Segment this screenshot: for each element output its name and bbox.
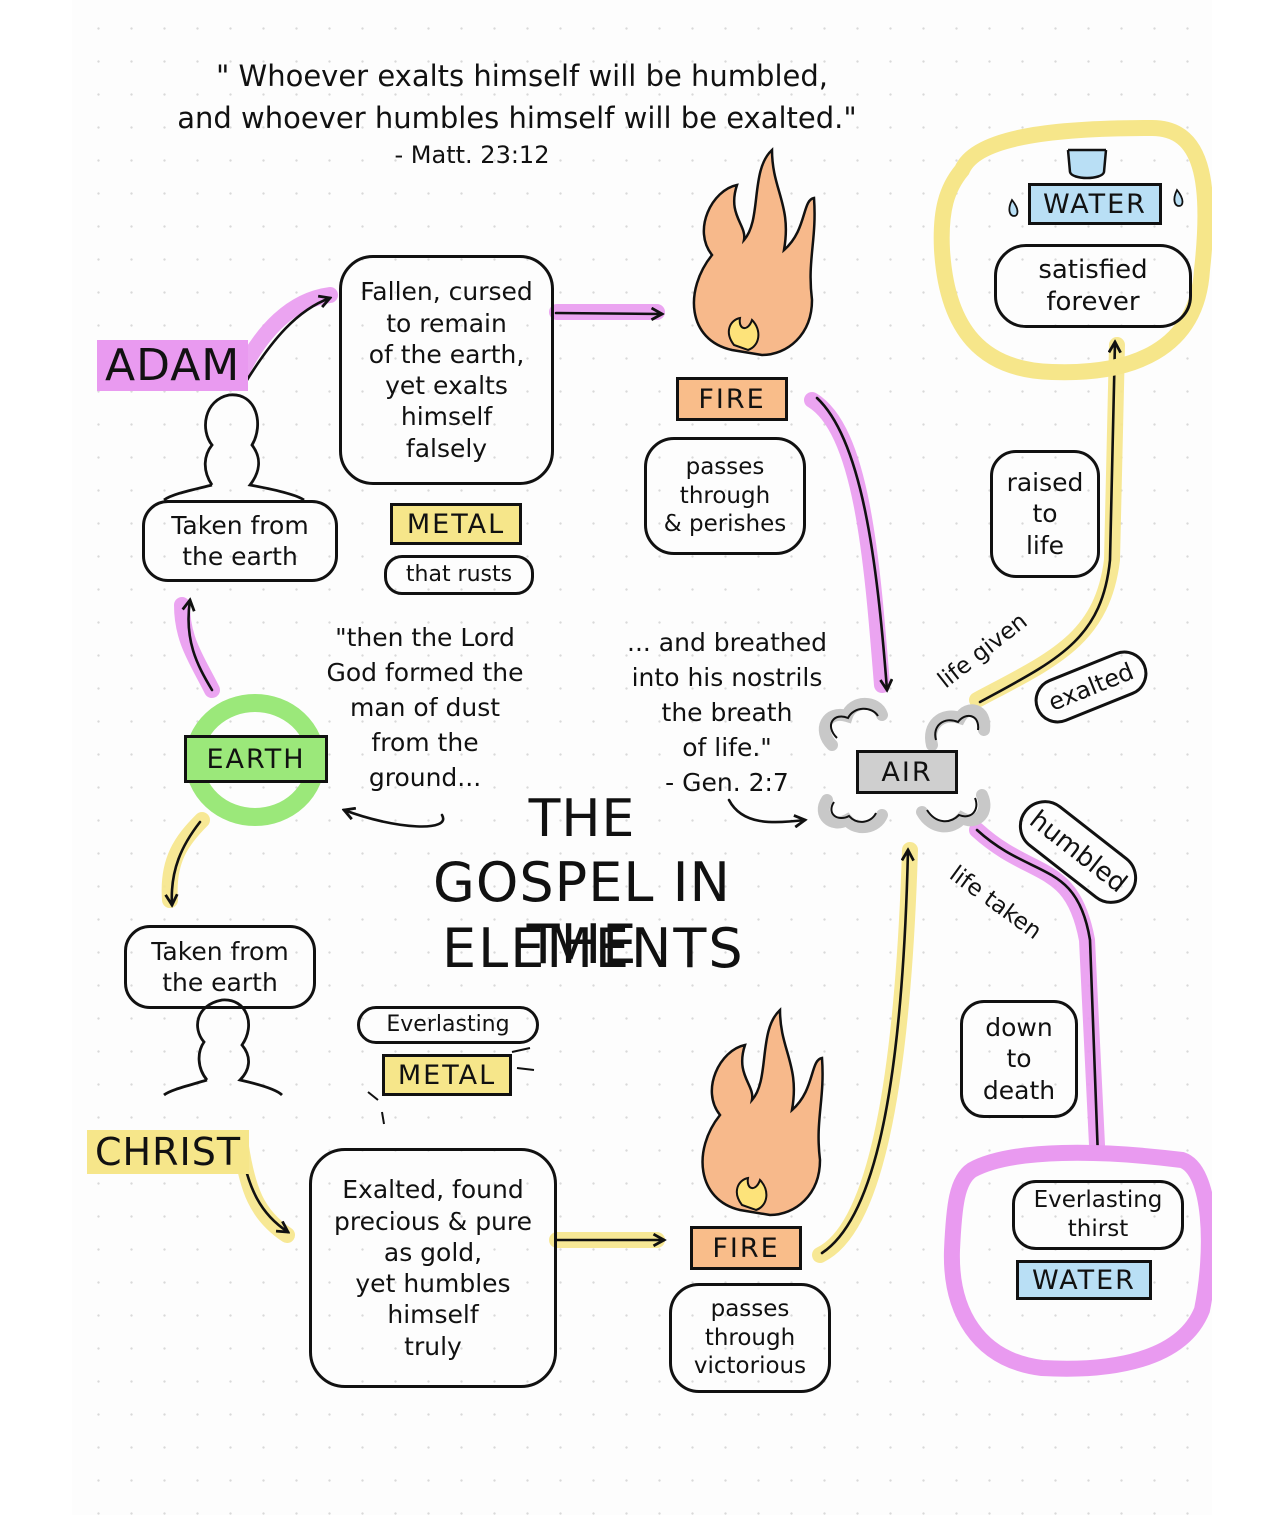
fire-top-icon [692,147,816,357]
raised-to-life-box: raised to life [990,450,1100,578]
header-quote-citation: - Matt. 23:12 [394,141,550,169]
title-line-1: THE [528,789,636,849]
water-top-label: WATER [1028,183,1162,225]
christ-name: CHRIST [87,1130,250,1174]
arrow-lines [172,298,1115,1255]
everlasting-thirst-box: Everlasting thirst [1012,1180,1184,1250]
notebook-page: " Whoever exalts himself will be humbled… [72,0,1212,1515]
christ-person-icon [163,998,283,1097]
genesis-quote-right: ... and breathed into his nostrils the b… [627,628,827,797]
water-top-ring [933,119,1212,381]
down-to-death-box: down to death [960,1000,1078,1118]
header-quote-line-2: and whoever humbles himself will be exal… [177,101,857,135]
fire-bottom-icon [701,1007,824,1217]
christ-metal-prefix: Everlasting [357,1006,539,1044]
cloud-icon [817,697,991,834]
adam-metal-desc: that rusts [384,555,534,595]
christ-state-box: Exalted, found precious & pure as gold, … [309,1148,557,1388]
adam-origin-box: Taken from the earth [142,500,338,582]
adam-metal-label: METAL [390,503,522,545]
water-bottom-label: WATER [1016,1260,1152,1300]
earth-label: EARTH [184,735,328,783]
christ-metal-label: METAL [382,1054,512,1096]
adam-fire-desc: passes through & perishes [644,437,806,555]
shine-icon [367,1047,535,1125]
title-line-2: GOSPEL IN THE [433,851,731,977]
cup-icon [1008,148,1184,217]
water-bottom-ring [943,1144,1212,1377]
genesis-quote-left: "then the Lord God formed the man of dus… [326,623,524,792]
title-line-3: ELEMENTS [442,917,745,980]
adam-name: ADAM [97,340,249,391]
christ-fire-desc: passes through victorious [669,1283,831,1393]
satisfied-forever-box: satisfied forever [994,244,1192,328]
adam-fire-label: FIRE [676,377,788,421]
adam-state-box: Fallen, cursed to remain of the earth, y… [339,255,554,485]
christ-fire-label: FIRE [690,1226,802,1270]
air-label: AIR [856,750,958,794]
header-quote-line-1: " Whoever exalts himself will be humbled… [215,59,828,93]
christ-origin-box: Taken from the earth [124,925,316,1009]
cloud-outline [830,707,980,823]
adam-person-icon [163,393,305,502]
